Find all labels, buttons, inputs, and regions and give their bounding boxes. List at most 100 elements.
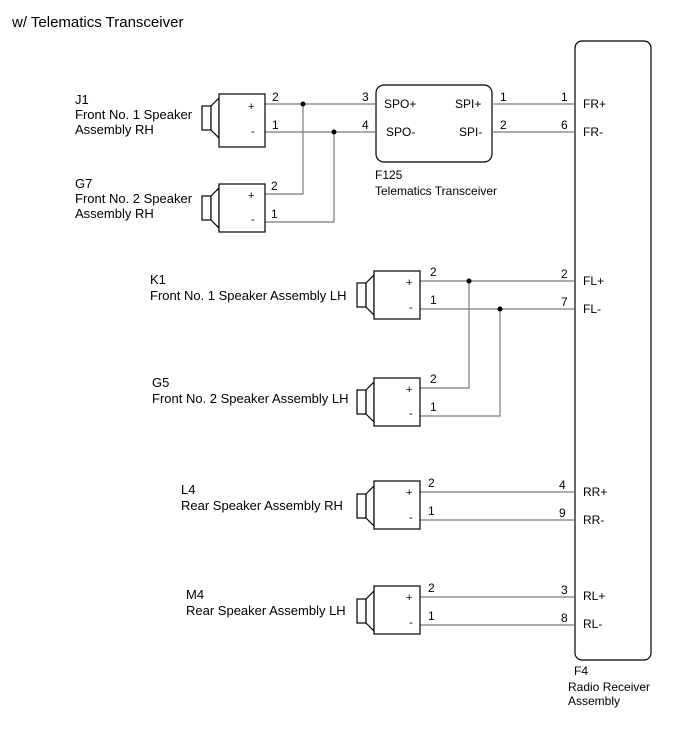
telematics-code: F125 <box>375 168 403 182</box>
pin-number: 2 <box>271 179 278 193</box>
pin-number: 6 <box>561 118 568 132</box>
speaker-name-line1: Front No. 1 Speaker <box>75 107 193 122</box>
junctions <box>300 101 503 312</box>
speaker-terminal-box <box>373 270 421 320</box>
speaker-name-line1: Front No. 2 Speaker <box>75 191 193 206</box>
pin-number: 1 <box>430 293 437 307</box>
speaker-terminal-box <box>373 585 421 635</box>
wire-g7-plus <box>265 104 304 195</box>
radio-pin-label-fl-plus: FL+ <box>583 274 604 288</box>
radio-pin-label-fr-plus: FR+ <box>583 97 606 111</box>
diagram-title: w/ Telematics Transceiver <box>11 14 183 31</box>
telematics-spo-minus-label: SPO- <box>386 125 415 139</box>
speaker-name-line1: Front No. 1 Speaker Assembly LH <box>150 288 347 303</box>
pin-number: 1 <box>272 118 279 132</box>
terminal-minus: - <box>409 302 413 314</box>
speaker-k1: + - K1 Front No. 1 Speaker Assembly LH <box>150 270 421 320</box>
pin-number: 1 <box>430 400 437 414</box>
pin-number: 4 <box>559 478 566 492</box>
terminal-minus: - <box>409 408 413 420</box>
pin-number: 1 <box>561 90 568 104</box>
speaker-l4: + - L4 Rear Speaker Assembly RH <box>181 480 421 530</box>
pin-number: 2 <box>272 90 279 104</box>
radio-pin-label-rr-minus: RR- <box>583 513 604 527</box>
speaker-icon <box>356 273 375 317</box>
radio-name-line2: Assembly <box>568 694 620 708</box>
terminal-plus: + <box>406 384 412 396</box>
pin-number: 2 <box>428 476 435 490</box>
pin-number: 2 <box>430 372 437 386</box>
pin-number: 9 <box>559 506 566 520</box>
terminal-plus: + <box>248 190 254 202</box>
pin-number: 3 <box>362 90 369 104</box>
telematics-spi-minus-label: SPI- <box>459 125 482 139</box>
speaker-terminal-box <box>373 480 421 530</box>
terminal-minus: - <box>409 512 413 524</box>
pin-number: 2 <box>500 118 507 132</box>
pin-number: 1 <box>271 207 278 221</box>
radio-receiver-box <box>574 40 652 661</box>
speaker-name-line1: Front No. 2 Speaker Assembly LH <box>152 391 349 406</box>
telematics-spi-plus-label: SPI+ <box>455 97 481 111</box>
speaker-code: G7 <box>75 176 92 191</box>
speaker-name-line2: Assembly RH <box>75 122 154 137</box>
junction-dot <box>466 278 472 284</box>
pin-number: 1 <box>428 609 435 623</box>
speaker-code: J1 <box>75 92 89 107</box>
pin-number: 1 <box>428 504 435 518</box>
terminal-plus: + <box>406 592 412 604</box>
speaker-terminal-box <box>218 93 266 148</box>
speaker-g7: + - G7 Front No. 2 Speaker Assembly RH <box>75 176 266 233</box>
radio-pin-label-rr-plus: RR+ <box>583 485 607 499</box>
pin-number: 7 <box>561 295 568 309</box>
speaker-code: M4 <box>186 587 204 602</box>
wire-g5-plus <box>420 281 470 389</box>
telematics-transceiver: SPO+ SPO- SPI+ SPI- F125 Telematics Tran… <box>375 84 497 198</box>
pin-number: 8 <box>561 611 568 625</box>
radio-pin-label-fr-minus: FR- <box>583 125 603 139</box>
telematics-spo-plus-label: SPO+ <box>384 97 416 111</box>
terminal-plus: + <box>406 277 412 289</box>
pin-numbers: 2 1 2 1 3 4 1 2 1 6 2 7 4 9 3 8 2 1 2 1 … <box>271 90 568 625</box>
junction-dot <box>331 129 337 135</box>
radio-pin-label-fl-minus: FL- <box>583 302 601 316</box>
terminal-minus: - <box>251 214 255 226</box>
speaker-name-line1: Rear Speaker Assembly RH <box>181 498 343 513</box>
radio-pin-label-rl-plus: RL+ <box>583 589 605 603</box>
speaker-icon <box>201 186 220 230</box>
speaker-terminal-box <box>218 183 266 233</box>
speaker-m4: + - M4 Rear Speaker Assembly LH <box>186 585 421 635</box>
pin-number: 2 <box>428 581 435 595</box>
radio-code: F4 <box>574 664 588 678</box>
speaker-j1: + - J1 Front No. 1 Speaker Assembly RH <box>75 92 266 148</box>
speaker-code: G5 <box>152 375 169 390</box>
pin-number: 2 <box>430 265 437 279</box>
speaker-code: K1 <box>150 272 166 287</box>
radio-pin-label-rl-minus: RL- <box>583 617 602 631</box>
pin-number: 2 <box>561 267 568 281</box>
terminal-plus: + <box>406 487 412 499</box>
pin-number: 3 <box>561 583 568 597</box>
pin-number: 1 <box>500 90 507 104</box>
terminal-plus: + <box>248 101 254 113</box>
junction-dot <box>497 306 503 312</box>
speaker-icon <box>356 380 375 424</box>
terminal-minus: - <box>251 126 255 138</box>
wire-g7-minus <box>265 132 335 223</box>
telematics-box <box>375 84 493 163</box>
radio-receiver-assembly: FR+ FR- FL+ FL- RR+ RR- RL+ RL- F4 Radio… <box>568 40 652 708</box>
wires <box>265 103 575 626</box>
pin-number: 4 <box>362 118 369 132</box>
speaker-icon <box>356 589 375 633</box>
speaker-name-line2: Assembly RH <box>75 206 154 221</box>
terminal-minus: - <box>409 617 413 629</box>
speaker-terminal-box <box>373 377 421 427</box>
speaker-code: L4 <box>181 482 195 497</box>
wire-g5-minus <box>420 309 501 417</box>
speaker-g5: + - G5 Front No. 2 Speaker Assembly LH <box>152 375 421 427</box>
speaker-icon <box>356 484 375 528</box>
radio-name-line1: Radio Receiver <box>568 680 650 694</box>
junction-dot <box>300 101 306 107</box>
telematics-name: Telematics Transceiver <box>375 184 497 198</box>
